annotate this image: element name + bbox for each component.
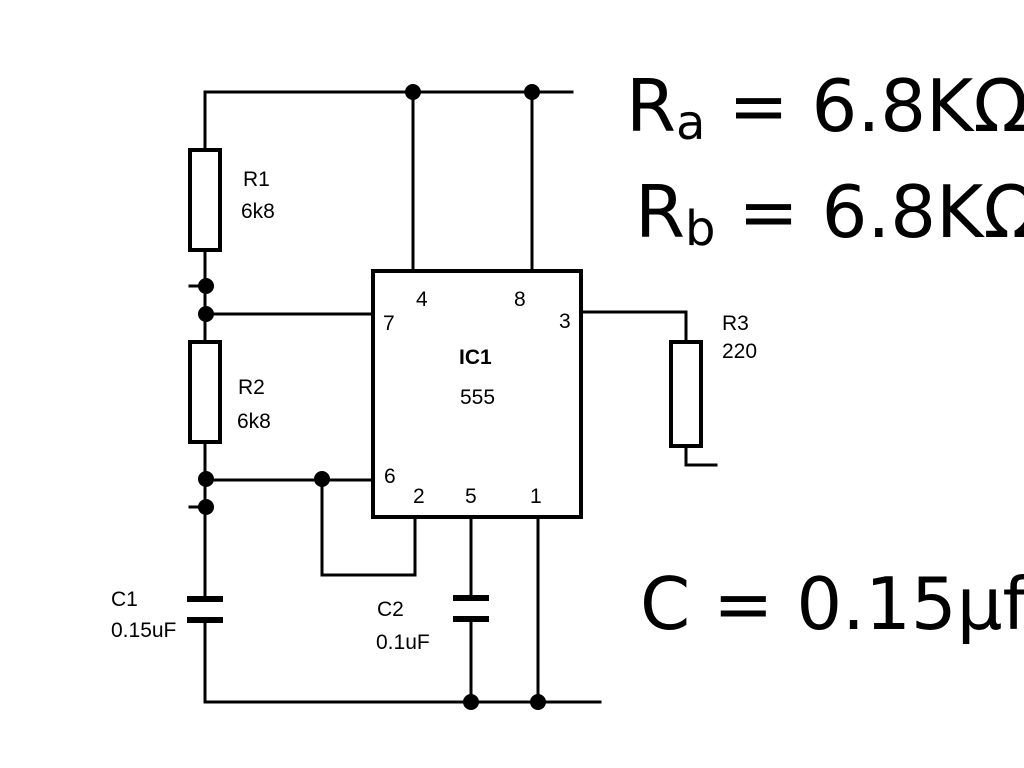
ic1-part-label: 555 (460, 386, 495, 409)
pin-4-label: 4 (416, 288, 428, 311)
junction-dot (530, 694, 546, 710)
junction-dot (524, 84, 540, 100)
r3-resistor (669, 340, 703, 448)
pin-6-label: 6 (384, 465, 396, 488)
r3-output-wire (684, 444, 718, 467)
pin-1-label: 1 (530, 485, 542, 508)
ra-subscript: a (676, 95, 706, 151)
junction-dot (198, 306, 214, 322)
junction-dot (198, 278, 214, 294)
c2-value-label: 0.1uF (376, 631, 430, 654)
r1-resistor (188, 148, 222, 252)
r1-ref-label: R1 (243, 168, 270, 191)
pin2-loop-wire (320, 476, 417, 577)
ra-value: = 6.8KΩ (705, 64, 1024, 148)
r2-ref-label: R2 (238, 376, 265, 399)
r3-value-label: 220 (722, 340, 757, 363)
pin-5-label: 5 (465, 485, 477, 508)
rb-equation: Rb = 6.8KΩ (635, 176, 1024, 253)
rb-symbol: R (635, 170, 686, 254)
junction-dot (198, 471, 214, 487)
c2-ref-label: C2 (377, 598, 404, 621)
junction-dot (405, 84, 421, 100)
junction-dot (463, 694, 479, 710)
r1-value-label: 6k8 (241, 200, 275, 223)
ic1-body (371, 269, 583, 519)
ic1-ref-label: IC1 (459, 346, 492, 369)
pin-8-label: 8 (514, 288, 526, 311)
pin-7-label: 7 (383, 312, 395, 335)
pin-3-label: 3 (559, 310, 571, 333)
ra-symbol: R (626, 64, 677, 148)
r2-resistor (188, 340, 222, 444)
pin3-wire (579, 310, 688, 344)
r2-value-label: 6k8 (237, 410, 271, 433)
rb-subscript: b (685, 201, 716, 257)
r3-ref-label: R3 (722, 312, 749, 335)
c-equation: C = 0.15μf (640, 562, 1024, 646)
junction-dot (314, 471, 330, 487)
c1-value-label: 0.15uF (111, 619, 176, 642)
ra-equation: Ra = 6.8KΩ (626, 70, 1024, 147)
pin-2-label: 2 (413, 485, 425, 508)
c1-ref-label: C1 (111, 588, 138, 611)
rb-value: = 6.8KΩ (715, 170, 1024, 254)
junction-dot (198, 499, 214, 515)
